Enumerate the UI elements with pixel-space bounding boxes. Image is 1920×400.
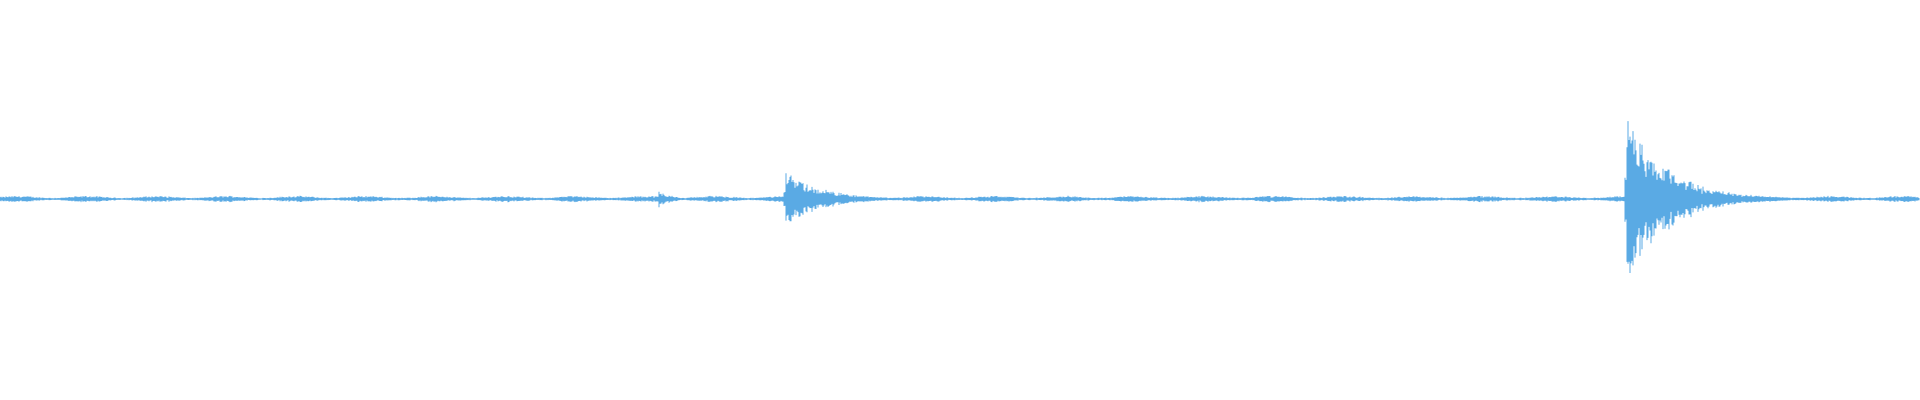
waveform-trace xyxy=(0,121,1920,273)
